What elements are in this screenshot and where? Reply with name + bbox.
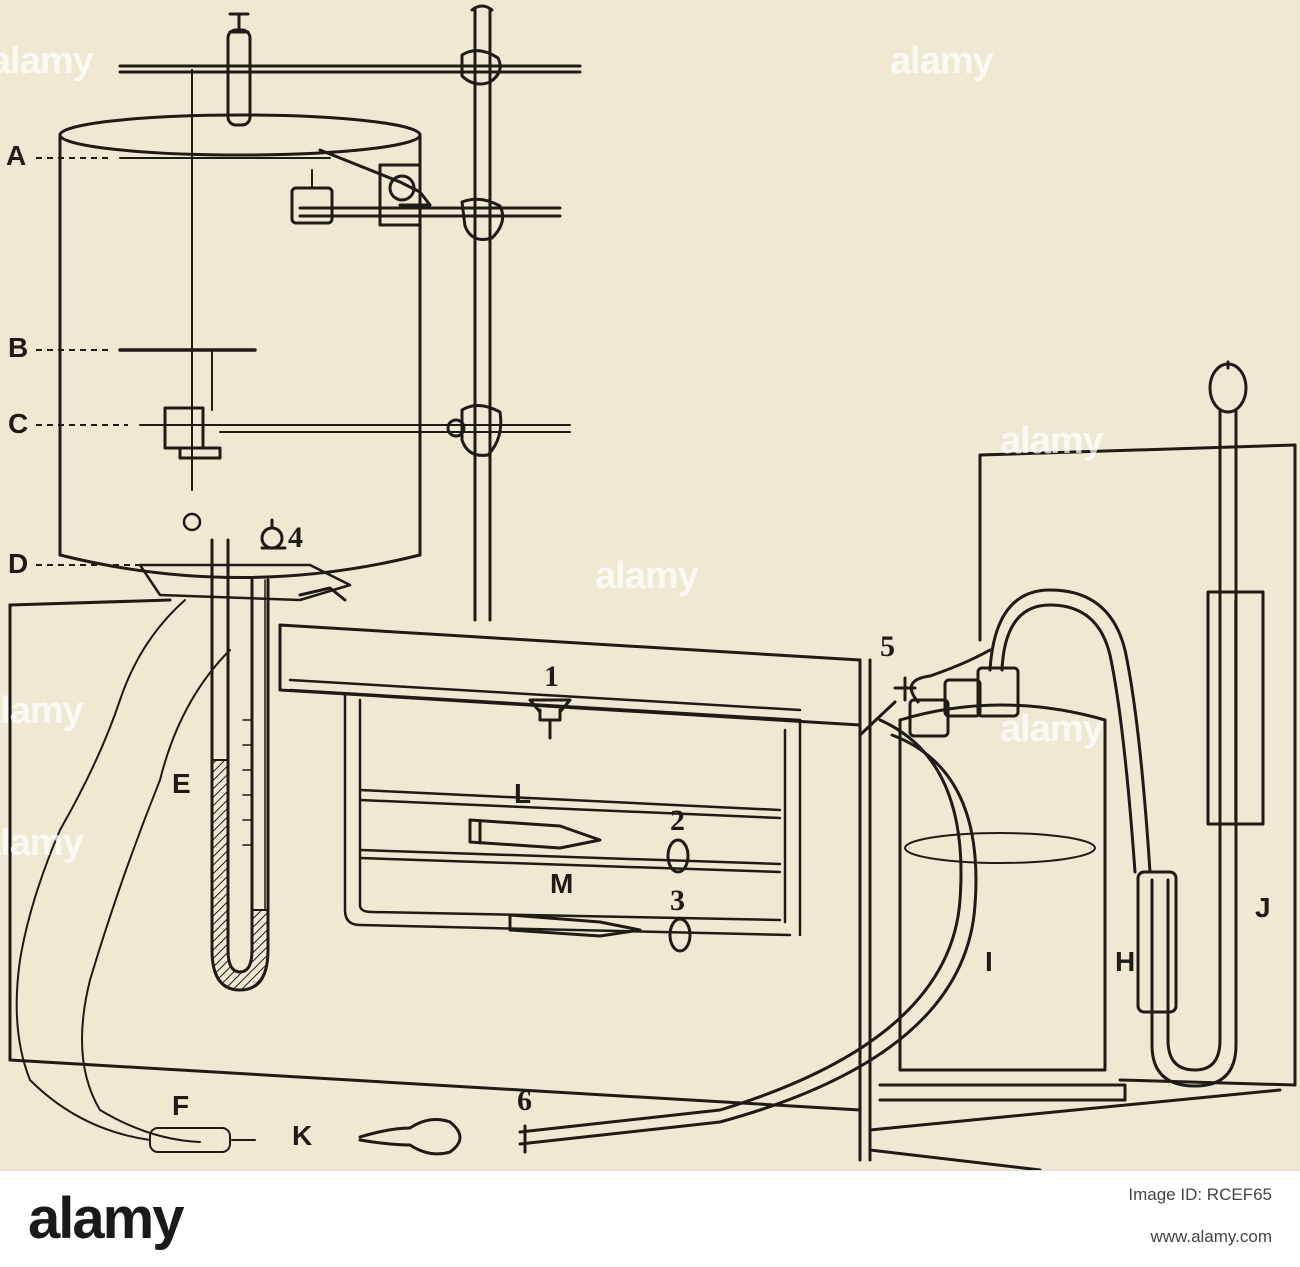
- stopcock-1: [528, 698, 572, 740]
- label-d: D: [8, 548, 29, 579]
- watermark-text: alamy: [0, 822, 84, 864]
- manometer-scale: [242, 719, 253, 846]
- site-url: www.alamy.com: [1150, 1227, 1272, 1246]
- label-arrows: [36, 157, 140, 566]
- utube-j: [1136, 360, 1248, 1088]
- rod-a-lever: [119, 148, 562, 241]
- apparatus-drawing: [8, 4, 1297, 1170]
- watermark-text: alamy: [0, 690, 84, 732]
- hose: [518, 700, 978, 1146]
- top-rod: [118, 49, 582, 86]
- watermark-text: alamy: [1000, 420, 1104, 462]
- stand-rod: [470, 4, 494, 622]
- image-id: Image ID: RCEF65: [1128, 1185, 1272, 1204]
- label-c: C: [8, 408, 29, 439]
- bottles: [908, 648, 1020, 738]
- plunger: [226, 12, 252, 127]
- tube-m: [508, 913, 692, 953]
- vessel-i: [878, 703, 1127, 1102]
- label-3: 3: [670, 884, 685, 917]
- wires-f: [15, 599, 256, 1153]
- label-j: J: [1255, 892, 1271, 923]
- apparatus-diagram: A B C D E F H I J K L M 1 2 3 4 5 6 alam…: [0, 0, 1300, 1170]
- hose-j: [988, 588, 1152, 874]
- label-a: A: [6, 140, 27, 171]
- label-f: F: [172, 1090, 190, 1121]
- brand-logo: alamy: [28, 1186, 184, 1251]
- label-h: H: [1115, 946, 1136, 977]
- tube-frame: [288, 678, 802, 937]
- stopcock-5: [893, 676, 917, 702]
- bulb-k: [358, 1118, 527, 1156]
- label-1: 1: [544, 660, 559, 693]
- watermark-text: alamy: [595, 555, 699, 597]
- label-b: B: [8, 332, 29, 363]
- stopcock-4: [260, 518, 287, 550]
- watermark-text: alamy: [890, 40, 994, 82]
- label-m: M: [550, 868, 574, 899]
- label-e: E: [172, 768, 191, 799]
- label-4: 4: [288, 521, 303, 554]
- footer-bar: alamy Image ID: RCEF65 www.alamy.com: [0, 1170, 1300, 1267]
- panel-h: [978, 443, 1297, 1087]
- label-i: I: [985, 946, 993, 977]
- tube-l: [468, 818, 690, 874]
- label-5: 5: [880, 630, 895, 663]
- label-6: 6: [517, 1084, 532, 1117]
- label-2: 2: [670, 804, 685, 837]
- label-k: K: [292, 1120, 313, 1151]
- watermark-text: alamy: [0, 40, 94, 82]
- rod-c-clamp: [139, 404, 571, 460]
- large-cylinder: [58, 113, 422, 579]
- watermark-text: alamy: [1000, 708, 1104, 750]
- front-board: [8, 598, 1282, 1170]
- image-info: Image ID: RCEF65 www.alamy.com: [1128, 1185, 1272, 1247]
- label-l: L: [514, 778, 532, 809]
